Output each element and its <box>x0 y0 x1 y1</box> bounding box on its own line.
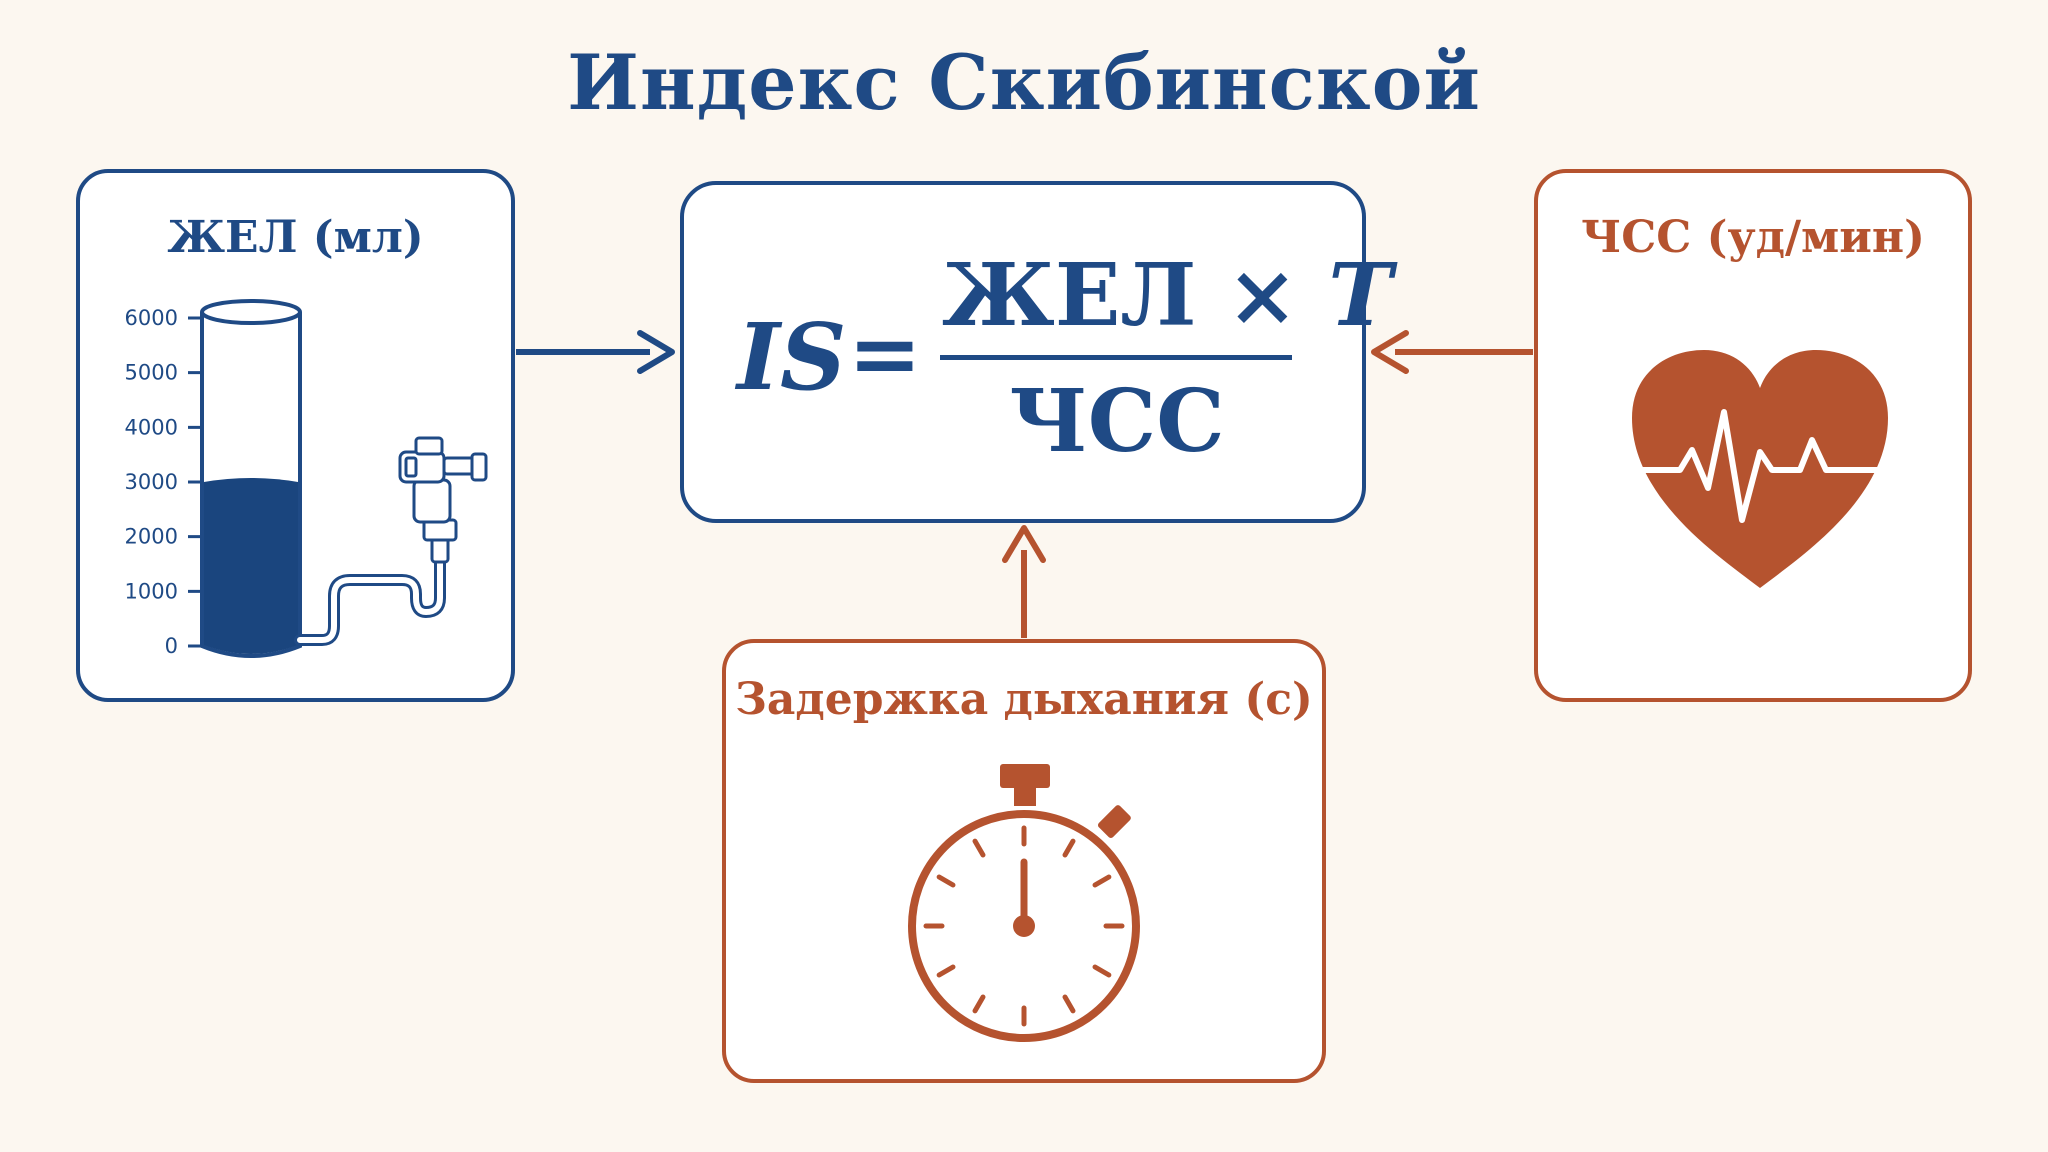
heart-rate-label: ЧСС (уд/мин) <box>1581 212 1925 263</box>
diagram-title: Индекс Скибинской <box>567 38 1481 127</box>
stopwatch-icon <box>908 764 1140 1042</box>
spirometer-mouthpiece <box>398 436 488 564</box>
formula-box <box>680 181 1366 523</box>
formula-numerator-var: T <box>1328 245 1393 346</box>
formula-lhs: IS <box>737 303 847 411</box>
arrow-vital-capacity-to-formula <box>516 330 675 374</box>
stopwatch-tick <box>1092 964 1112 978</box>
scale-tick-label: 3000 <box>125 470 178 494</box>
arrow-breath-hold-to-formula <box>1002 525 1046 638</box>
stopwatch-tick <box>972 994 986 1014</box>
stopwatch-tick <box>936 964 956 978</box>
breath-hold-label: Задержка дыхания (с) <box>735 674 1313 725</box>
cylinder-rim <box>200 299 302 325</box>
stopwatch-tick <box>972 838 986 858</box>
vital-capacity-label: ЖЕЛ (мл) <box>167 212 424 263</box>
stopwatch-tick <box>936 874 956 888</box>
formula-denominator: ЧСС <box>1009 371 1225 472</box>
scale-tick-label: 0 <box>165 634 178 658</box>
stopwatch-tick <box>1092 874 1112 888</box>
stopwatch-tick <box>1062 838 1076 858</box>
formula-fraction-line <box>940 355 1292 360</box>
scale-tick-label: 2000 <box>125 525 178 549</box>
scale-tick-label: 1000 <box>125 579 178 603</box>
arrow-heart-rate-to-formula <box>1371 330 1533 374</box>
stopwatch-tick <box>1062 994 1076 1014</box>
scale-tick-label: 5000 <box>125 361 178 385</box>
spirometer-cylinder-icon: 6000 5000 4000 3000 2000 1000 0 <box>125 299 488 658</box>
formula-equals: = <box>848 301 922 405</box>
heart-pulse-icon <box>1632 350 1888 588</box>
formula-numerator-main: ЖЕЛ × <box>942 245 1299 346</box>
cylinder-fill <box>204 478 298 654</box>
scale-tick-label: 6000 <box>125 306 178 330</box>
formula-numerator: ЖЕЛ × T <box>942 245 1392 346</box>
scale-tick-label: 4000 <box>125 415 178 439</box>
formula: IS = ЖЕЛ × T ЧСС <box>682 183 1392 521</box>
